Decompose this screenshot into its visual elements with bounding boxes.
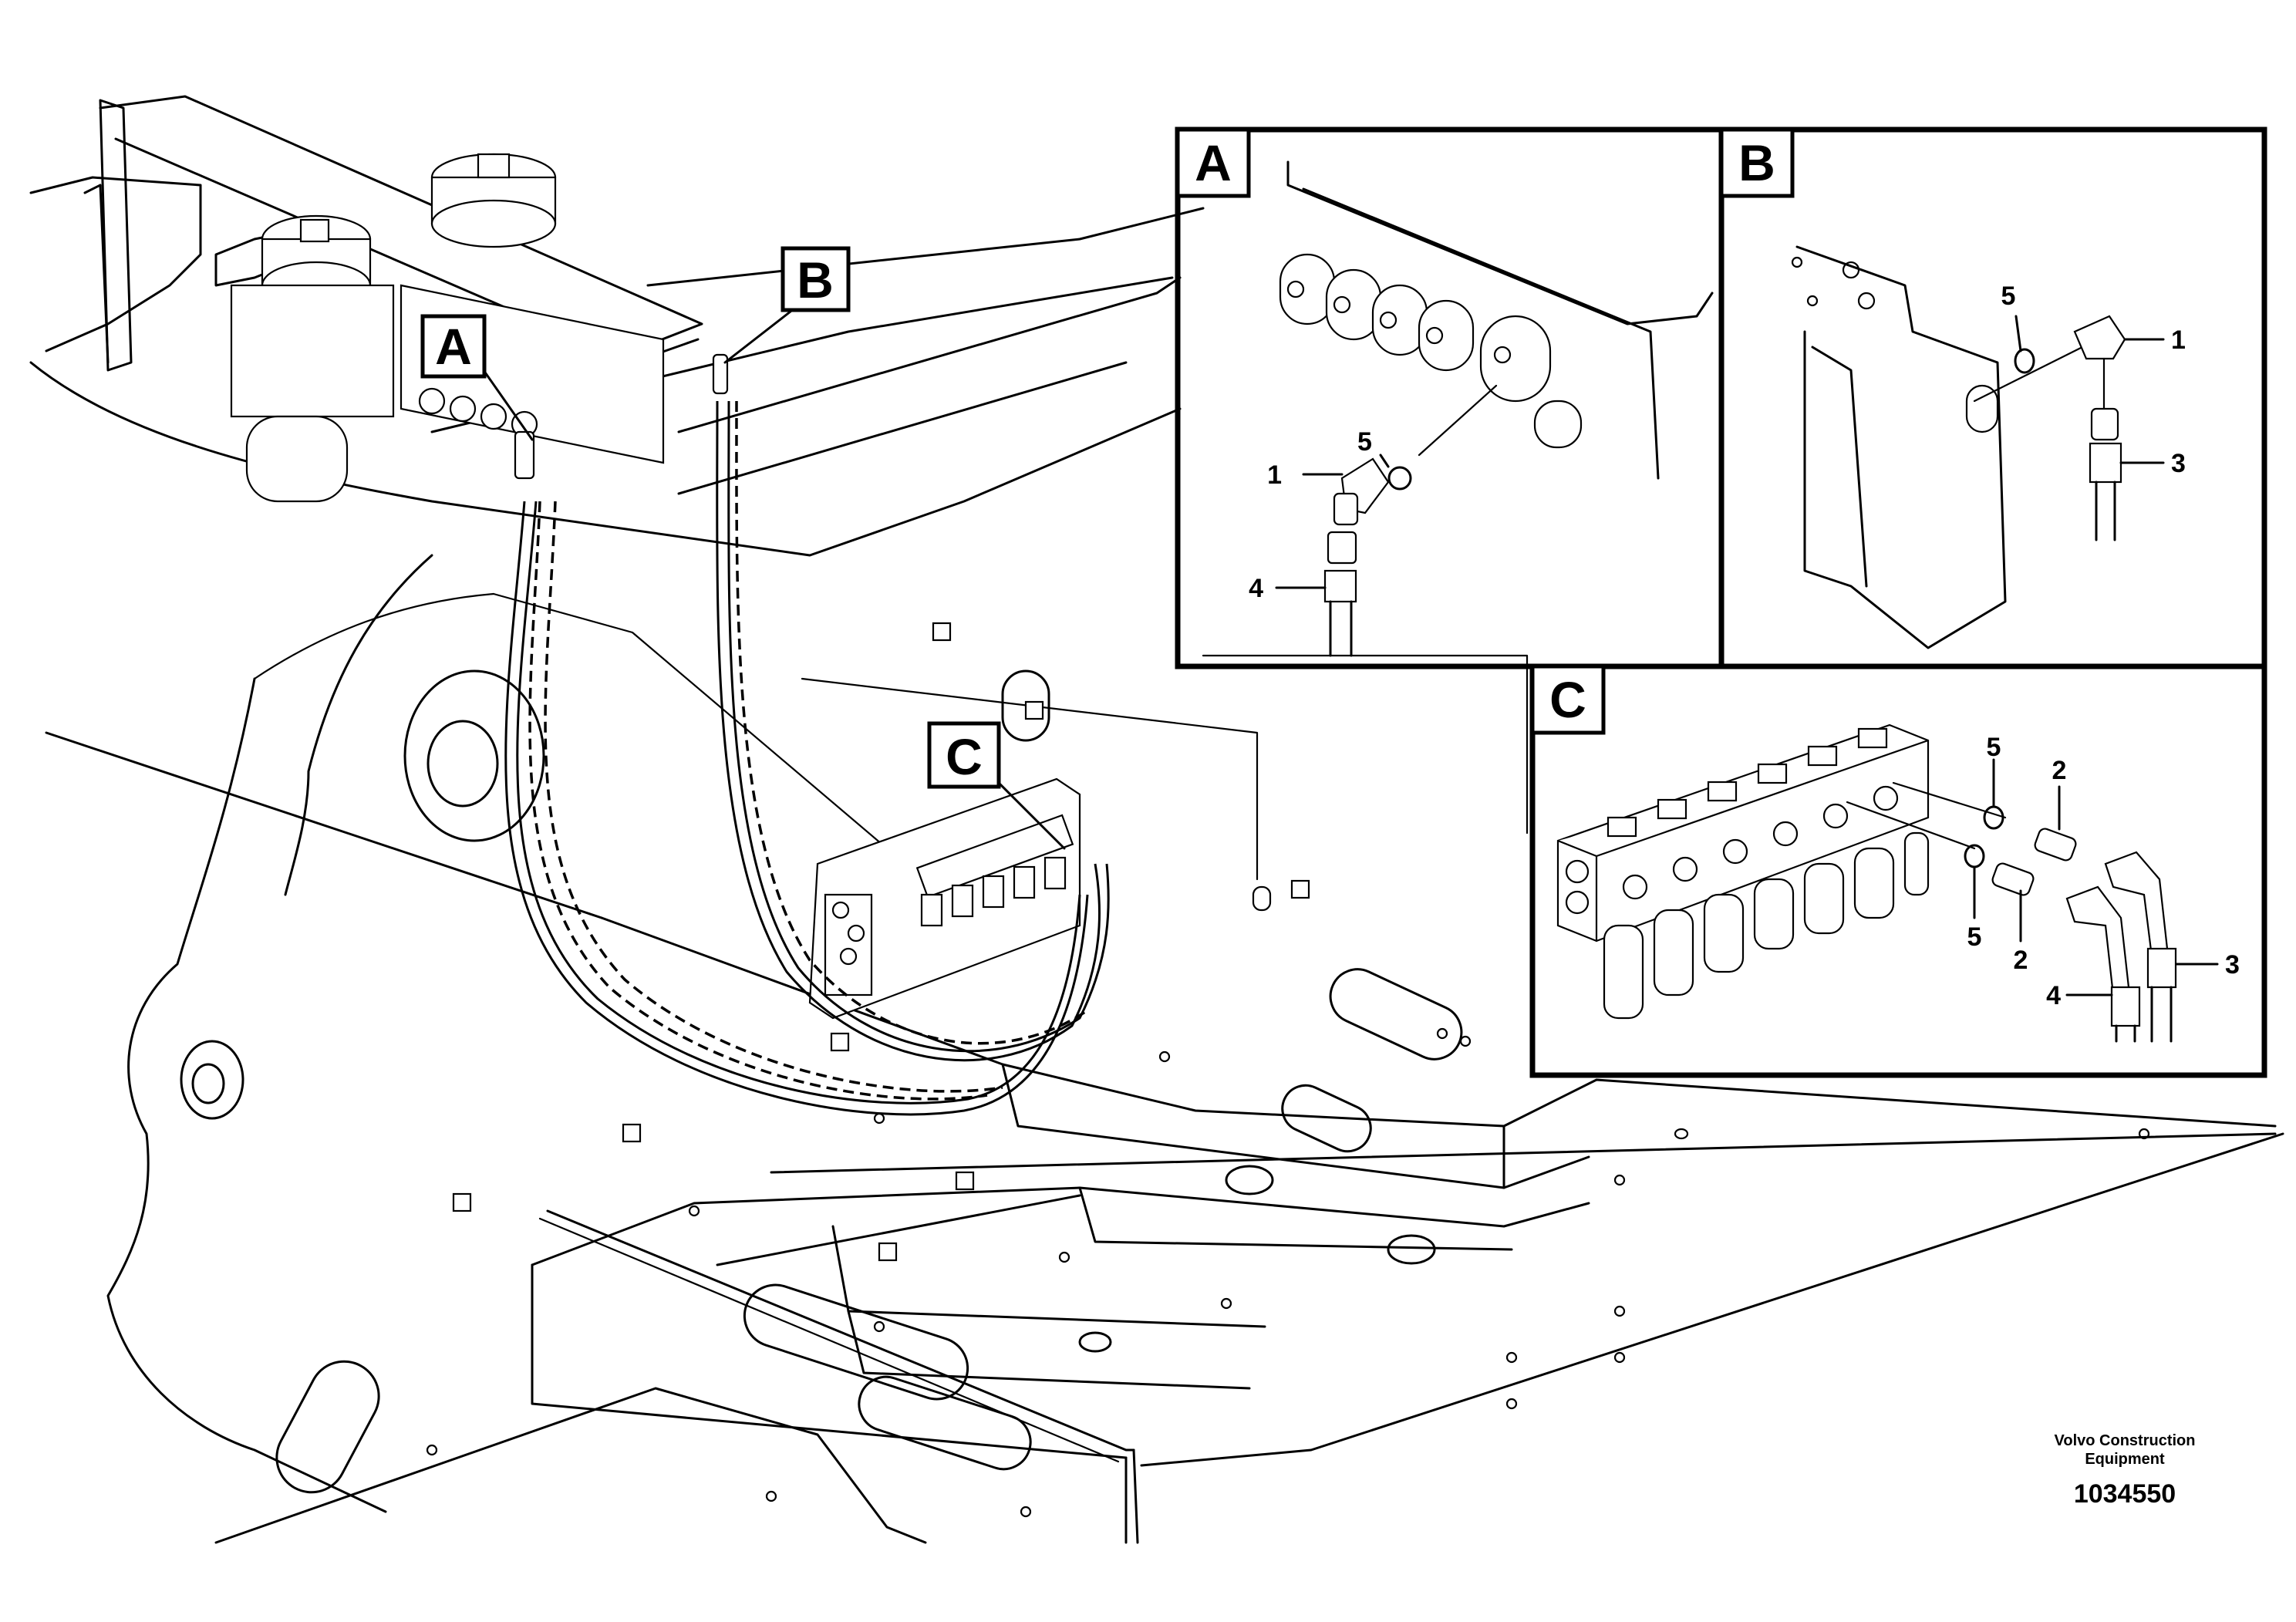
detail-b-part-5: 5 — [2001, 282, 2016, 311]
hoses — [504, 353, 1110, 1116]
detail-a-part-1: 1 — [1267, 460, 1282, 490]
detail-a-part-4: 4 — [1249, 574, 1263, 603]
small-blocks — [452, 622, 1310, 1262]
detail-a-part-5: 5 — [1357, 427, 1372, 457]
company-name-line1: Volvo Construction — [2055, 1432, 2196, 1449]
detail-c-title: C — [1549, 671, 1586, 728]
detail-c-part-5b: 5 — [1967, 922, 1982, 952]
detail-b: B 1 3 5 — [1719, 127, 2186, 649]
callout-b-main: B — [723, 246, 851, 364]
detail-c-part-2a: 2 — [2052, 756, 2067, 785]
machine-frame-drawing — [29, 95, 2284, 1544]
detail-c-part-5a: 5 — [1987, 733, 2001, 762]
detail-c-part-4: 4 — [2046, 981, 2061, 1010]
detail-c-part-2b: 2 — [2014, 946, 2028, 975]
distribution-block — [808, 777, 1081, 1020]
callout-c-main: C — [927, 721, 1066, 850]
callout-c-label: C — [946, 728, 983, 785]
bolt-dots — [426, 1027, 2150, 1518]
drawing-number: 1034550 — [2074, 1479, 2176, 1509]
detail-c: C — [1530, 664, 2240, 1043]
detail-a-valve-bank — [1279, 253, 1583, 449]
footer: Volvo Construction Equipment 1034550 — [2055, 1432, 2196, 1509]
detail-b-title: B — [1738, 134, 1775, 191]
company-name-line2: Equipment — [2085, 1451, 2165, 1468]
callout-a-label: A — [435, 318, 472, 375]
detail-c-manifold — [1556, 723, 1930, 1020]
detail-b-part-1: 1 — [2171, 325, 2186, 355]
detail-a: A 1 4 5 — [1175, 127, 1714, 657]
callout-b-label: B — [797, 251, 834, 309]
detail-c-part-3: 3 — [2225, 950, 2240, 980]
callout-a-main: A — [420, 314, 534, 441]
detail-b-part-3: 3 — [2171, 449, 2186, 478]
detail-a-title: A — [1195, 134, 1232, 191]
